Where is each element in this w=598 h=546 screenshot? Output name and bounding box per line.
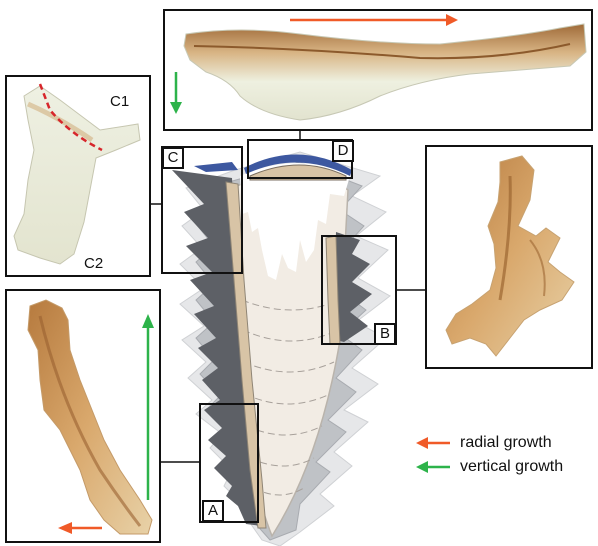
panel-d <box>164 10 592 130</box>
label-c: C <box>162 147 184 169</box>
shell-cross-section <box>172 152 390 546</box>
legend-vertical-label: vertical growth <box>460 458 563 476</box>
legend-radial-label: radial growth <box>460 434 552 452</box>
label-d: D <box>332 140 354 162</box>
blue-cap-left <box>194 162 238 172</box>
label-a: A <box>202 500 224 522</box>
label-c2: C2 <box>84 256 103 271</box>
legend-arrows <box>416 437 450 473</box>
label-b: B <box>374 323 396 345</box>
panel-b <box>426 146 592 368</box>
label-c1: C1 <box>110 94 129 109</box>
panel-a <box>6 290 160 542</box>
